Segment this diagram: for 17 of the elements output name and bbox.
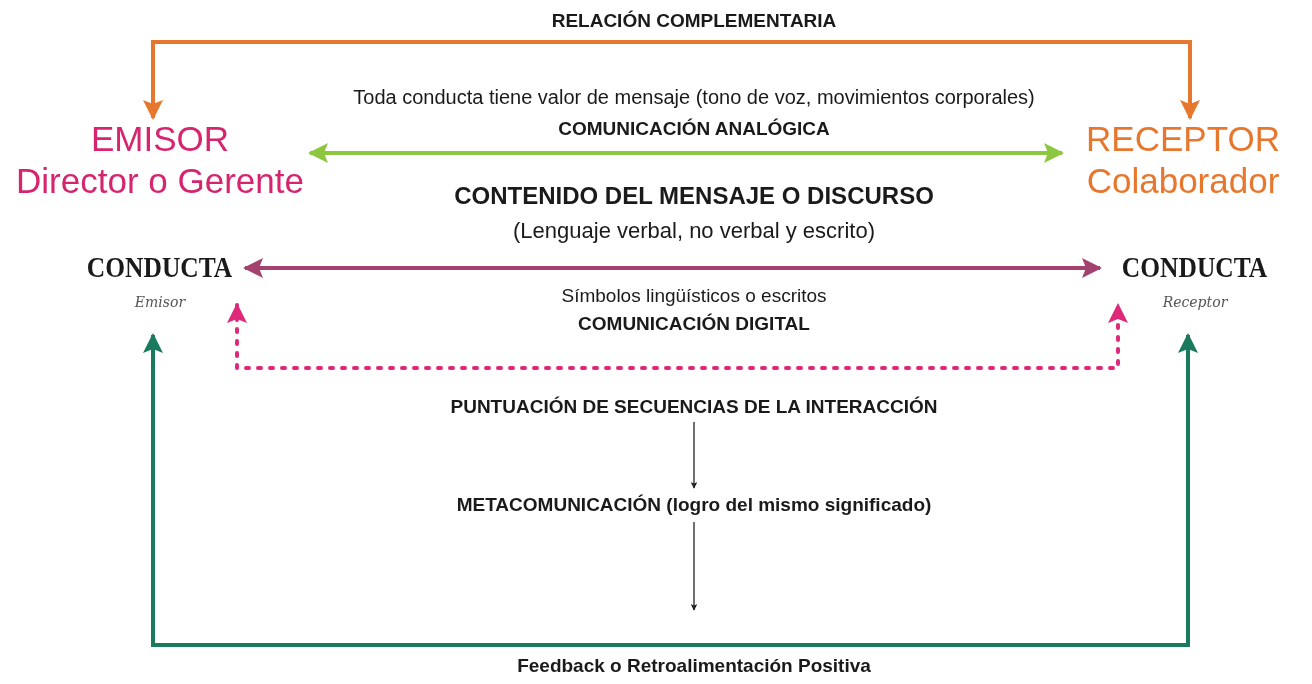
role-title: EMISOR: [90, 118, 230, 160]
step-text: PUNTUACIÓN DE SECUENCIAS DE LA INTERACCIÓN: [450, 395, 938, 419]
arrow: [143, 333, 1198, 647]
arrow: [243, 258, 1102, 278]
role-title: RECEPTOR: [1086, 118, 1280, 160]
behavior-title: CONDUCTA: [1122, 250, 1268, 284]
arrow: [690, 521, 698, 611]
dotted-arrow: [227, 303, 1128, 370]
step-text: METACOMUNICACIÓN (logro del mismo significado): [456, 493, 932, 517]
arrow: [143, 40, 1200, 120]
behavior-title: CONDUCTA: [87, 250, 233, 284]
role-subtitle: Colaborador: [1086, 160, 1280, 202]
behavior-subtitle: Emisor: [134, 294, 186, 310]
role-subtitle: Director o Gerente: [16, 160, 304, 202]
arrow: [308, 143, 1064, 163]
arrow: [690, 421, 698, 489]
behavior-subtitle: Receptor: [1162, 294, 1228, 310]
